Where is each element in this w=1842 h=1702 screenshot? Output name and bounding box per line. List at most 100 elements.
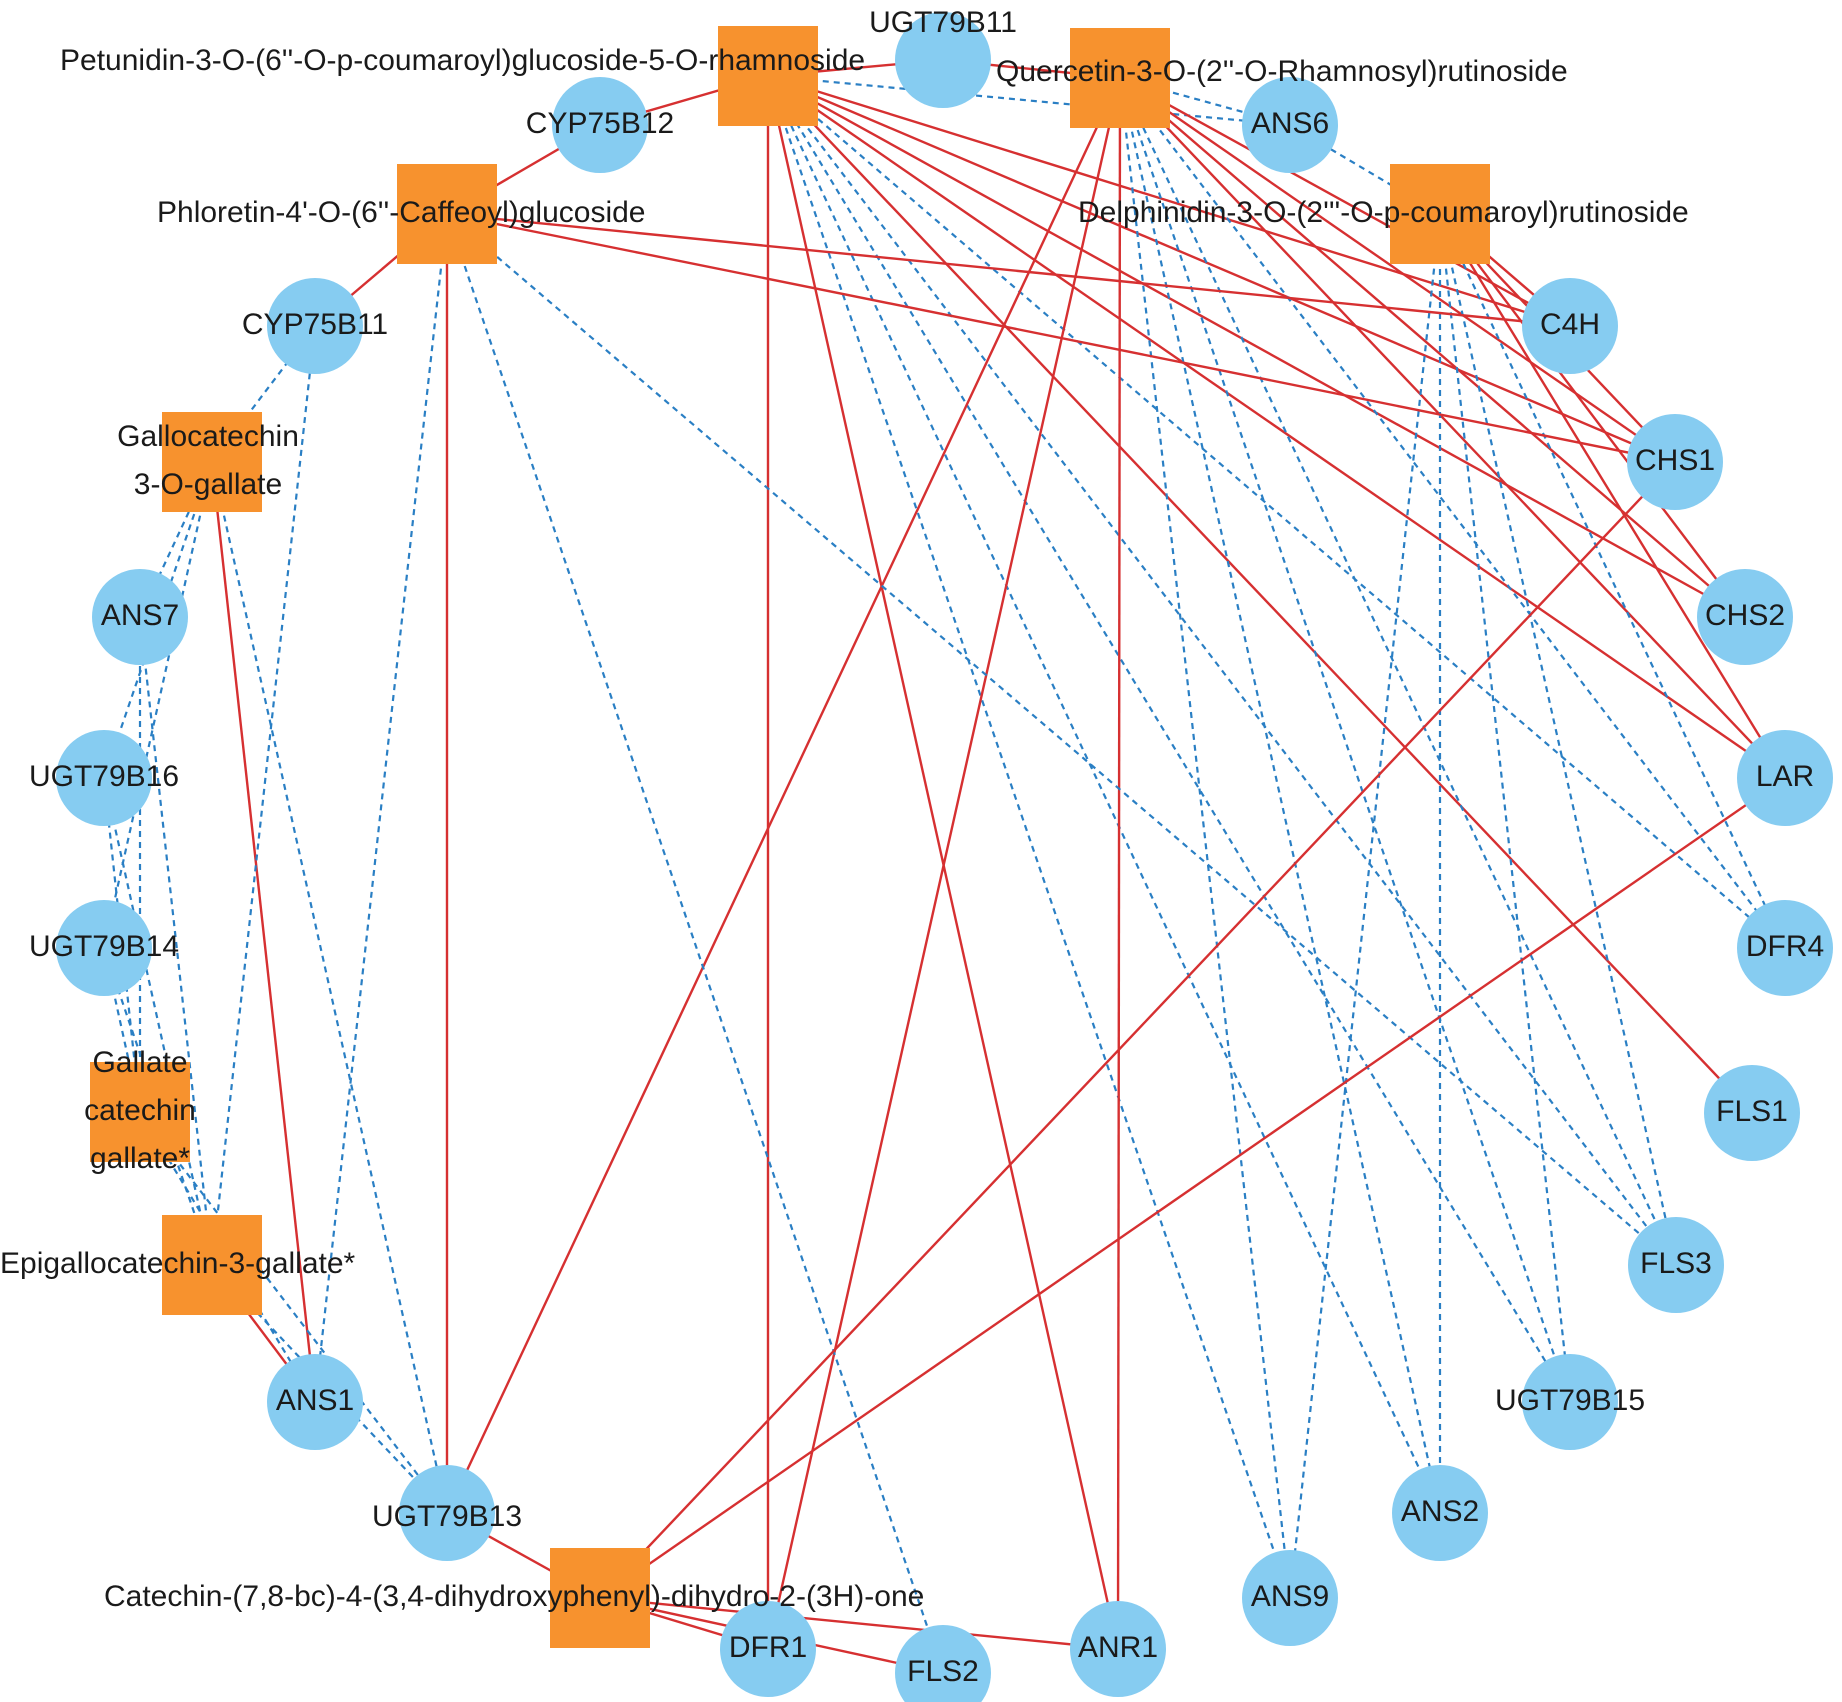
gene-node-ans2[interactable] xyxy=(1392,1465,1488,1561)
node-label-quercetin: Quercetin-3-O-(2''-O-Rhamnosyl)rutinosid… xyxy=(996,55,1568,88)
edge-m-quercetin-to-g-chs1 xyxy=(1119,77,1676,463)
labels-layer: Petunidin-3-O-(6''-O-p-coumaroyl)glucosi… xyxy=(0,6,1824,1688)
edge-m-gallocatechin-to-g-ugt79b13 xyxy=(210,461,449,1514)
node-label-line: ANS7 xyxy=(101,599,179,632)
node-label-line: DFR4 xyxy=(1746,930,1824,963)
edge-m-petunidin-to-g-ugt79b15 xyxy=(767,75,1571,1403)
gene-node-cyp75b11[interactable] xyxy=(267,278,363,374)
node-label-line: ANS6 xyxy=(1251,107,1329,140)
gene-node-c4h[interactable] xyxy=(1522,278,1618,374)
node-label-petunidin: Petunidin-3-O-(6''-O-p-coumaroyl)glucosi… xyxy=(60,44,865,77)
node-label-line: Delphinidin-3-O-(2'''-O-p-coumaroyl)ruti… xyxy=(1078,196,1689,229)
gene-node-dfr1[interactable] xyxy=(720,1601,816,1697)
node-label-line: Quercetin-3-O-(2''-O-Rhamnosyl)rutinosid… xyxy=(996,55,1568,88)
node-label-chs1: CHS1 xyxy=(1635,444,1715,477)
metabolite-node-egcg[interactable] xyxy=(162,1215,262,1315)
gene-node-ans6[interactable] xyxy=(1242,77,1338,173)
gene-node-fls3[interactable] xyxy=(1628,1217,1724,1313)
node-label-line: FLS3 xyxy=(1640,1247,1712,1280)
edge-m-quercetin-to-g-ans2 xyxy=(1118,77,1442,1514)
edge-m-petunidin-to-g-chs1 xyxy=(767,74,1676,464)
node-label-delphinidin: Delphinidin-3-O-(2'''-O-p-coumaroyl)ruti… xyxy=(1078,196,1689,229)
node-label-line: UGT79B13 xyxy=(372,1500,522,1533)
node-label-line: gallate* xyxy=(90,1142,190,1175)
node-label-fls1: FLS1 xyxy=(1716,1095,1788,1128)
metabolite-node-gcg[interactable] xyxy=(90,1062,190,1162)
gene-node-chs2[interactable] xyxy=(1697,569,1793,665)
edge-m-quercetin-to-g-lar xyxy=(1119,77,1786,779)
gene-node-ans7[interactable] xyxy=(92,569,188,665)
gene-node-lar[interactable] xyxy=(1737,730,1833,826)
gene-node-ugt79b14[interactable] xyxy=(56,900,152,996)
edge-m-catechin-bc-to-g-anr1 xyxy=(599,1596,1119,1651)
edge-m-gcg-to-g-ugt79b13 xyxy=(139,1111,448,1514)
edge-m-quercetin-to-g-ugt79b13 xyxy=(445,77,1122,1514)
edge-m-egcg-to-g-cyp75b11 xyxy=(210,325,317,1266)
node-label-line: LAR xyxy=(1756,760,1814,793)
gene-node-ugt79b15[interactable] xyxy=(1522,1354,1618,1450)
edge-m-phloretin-to-g-fls2 xyxy=(445,213,945,1674)
node-label-line: Phloretin-4'-O-(6''-Caffeoyl)glucoside xyxy=(157,196,646,229)
node-label-dfr4: DFR4 xyxy=(1746,930,1824,963)
node-label-line: Catechin-(7,8-bc)-4-(3,4-dihydroxyphenyl… xyxy=(104,1580,924,1613)
node-label-ans9: ANS9 xyxy=(1251,1580,1329,1613)
node-label-catechin-bc: Catechin-(7,8-bc)-4-(3,4-dihydroxyphenyl… xyxy=(104,1580,924,1613)
gene-node-ugt79b16[interactable] xyxy=(56,730,152,826)
metabolite-node-petunidin[interactable] xyxy=(718,26,818,126)
node-label-line: UGT79B15 xyxy=(1495,1384,1645,1417)
gene-node-fls1[interactable] xyxy=(1704,1065,1800,1161)
edge-m-catechin-bc-to-g-chs1 xyxy=(599,461,1676,1599)
gene-node-ugt79b13[interactable] xyxy=(399,1465,495,1561)
node-label-egcg: Epigallocatechin-3-gallate* xyxy=(0,1247,356,1280)
gene-node-cyp75b12[interactable] xyxy=(552,77,648,173)
gene-node-anr1[interactable] xyxy=(1070,1601,1166,1697)
gene-node-ans9[interactable] xyxy=(1242,1550,1338,1646)
node-label-line: ANS1 xyxy=(276,1384,354,1417)
node-label-line: FLS1 xyxy=(1716,1095,1788,1128)
node-label-c4h: C4H xyxy=(1540,308,1600,341)
node-label-ans7: ANS7 xyxy=(101,599,179,632)
edge-m-quercetin-to-g-fls3 xyxy=(1119,77,1677,1266)
metabolite-node-delphinidin[interactable] xyxy=(1390,164,1490,264)
edge-m-phloretin-to-g-fls3 xyxy=(446,213,1677,1266)
node-label-cyp75b12: CYP75B12 xyxy=(526,107,674,140)
node-label-fls2: FLS2 xyxy=(907,1655,979,1688)
edge-m-delphinidin-to-g-lar xyxy=(1438,213,1787,779)
gene-node-dfr4[interactable] xyxy=(1737,900,1833,996)
metabolite-node-catechin-bc[interactable] xyxy=(550,1548,650,1648)
edges-layer xyxy=(102,58,1787,1675)
edge-m-gallocatechin-to-g-ans1 xyxy=(210,461,317,1403)
edge-m-egcg-to-g-ans7 xyxy=(138,616,214,1266)
edge-m-phloretin-to-g-ans1 xyxy=(313,213,449,1403)
node-label-ans2: ANS2 xyxy=(1401,1495,1479,1528)
edge-m-phloretin-to-g-c4h xyxy=(446,212,1571,328)
gene-node-ans1[interactable] xyxy=(267,1354,363,1450)
gene-node-fls2[interactable] xyxy=(895,1625,991,1702)
gene-node-ugt79b11[interactable] xyxy=(895,12,991,108)
metabolite-node-phloretin[interactable] xyxy=(397,164,497,264)
edge-m-catechin-bc-to-g-lar xyxy=(599,777,1786,1599)
node-label-line: Gallate xyxy=(92,1046,187,1079)
edge-m-quercetin-to-g-ans9 xyxy=(1118,77,1292,1599)
node-label-ugt79b13: UGT79B13 xyxy=(372,1500,522,1533)
node-label-dfr1: DFR1 xyxy=(729,1631,807,1664)
gene-node-chs1[interactable] xyxy=(1627,414,1723,510)
edge-m-quercetin-to-g-dfr1 xyxy=(766,77,1122,1650)
node-label-fls3: FLS3 xyxy=(1640,1247,1712,1280)
edge-m-delphinidin-to-g-dfr4 xyxy=(1439,213,1786,949)
node-label-ugt79b15: UGT79B15 xyxy=(1495,1384,1645,1417)
node-label-phloretin: Phloretin-4'-O-(6''-Caffeoyl)glucoside xyxy=(157,196,646,229)
edge-m-petunidin-to-g-c4h xyxy=(767,74,1571,328)
node-label-line: CHS2 xyxy=(1705,599,1785,632)
edge-m-petunidin-to-g-fls1 xyxy=(767,75,1753,1114)
edge-m-delphinidin-to-g-chs2 xyxy=(1439,213,1746,618)
node-label-chs2: CHS2 xyxy=(1705,599,1785,632)
edge-m-petunidin-to-g-ans2 xyxy=(767,75,1441,1514)
node-label-line: Petunidin-3-O-(6''-O-p-coumaroyl)glucosi… xyxy=(60,44,865,77)
metabolite-node-quercetin[interactable] xyxy=(1070,28,1170,128)
edge-m-petunidin-to-g-dfr4 xyxy=(767,75,1786,949)
metabolite-node-gallocatechin[interactable] xyxy=(162,412,262,512)
edge-m-delphinidin-to-g-fls3 xyxy=(1438,213,1678,1266)
